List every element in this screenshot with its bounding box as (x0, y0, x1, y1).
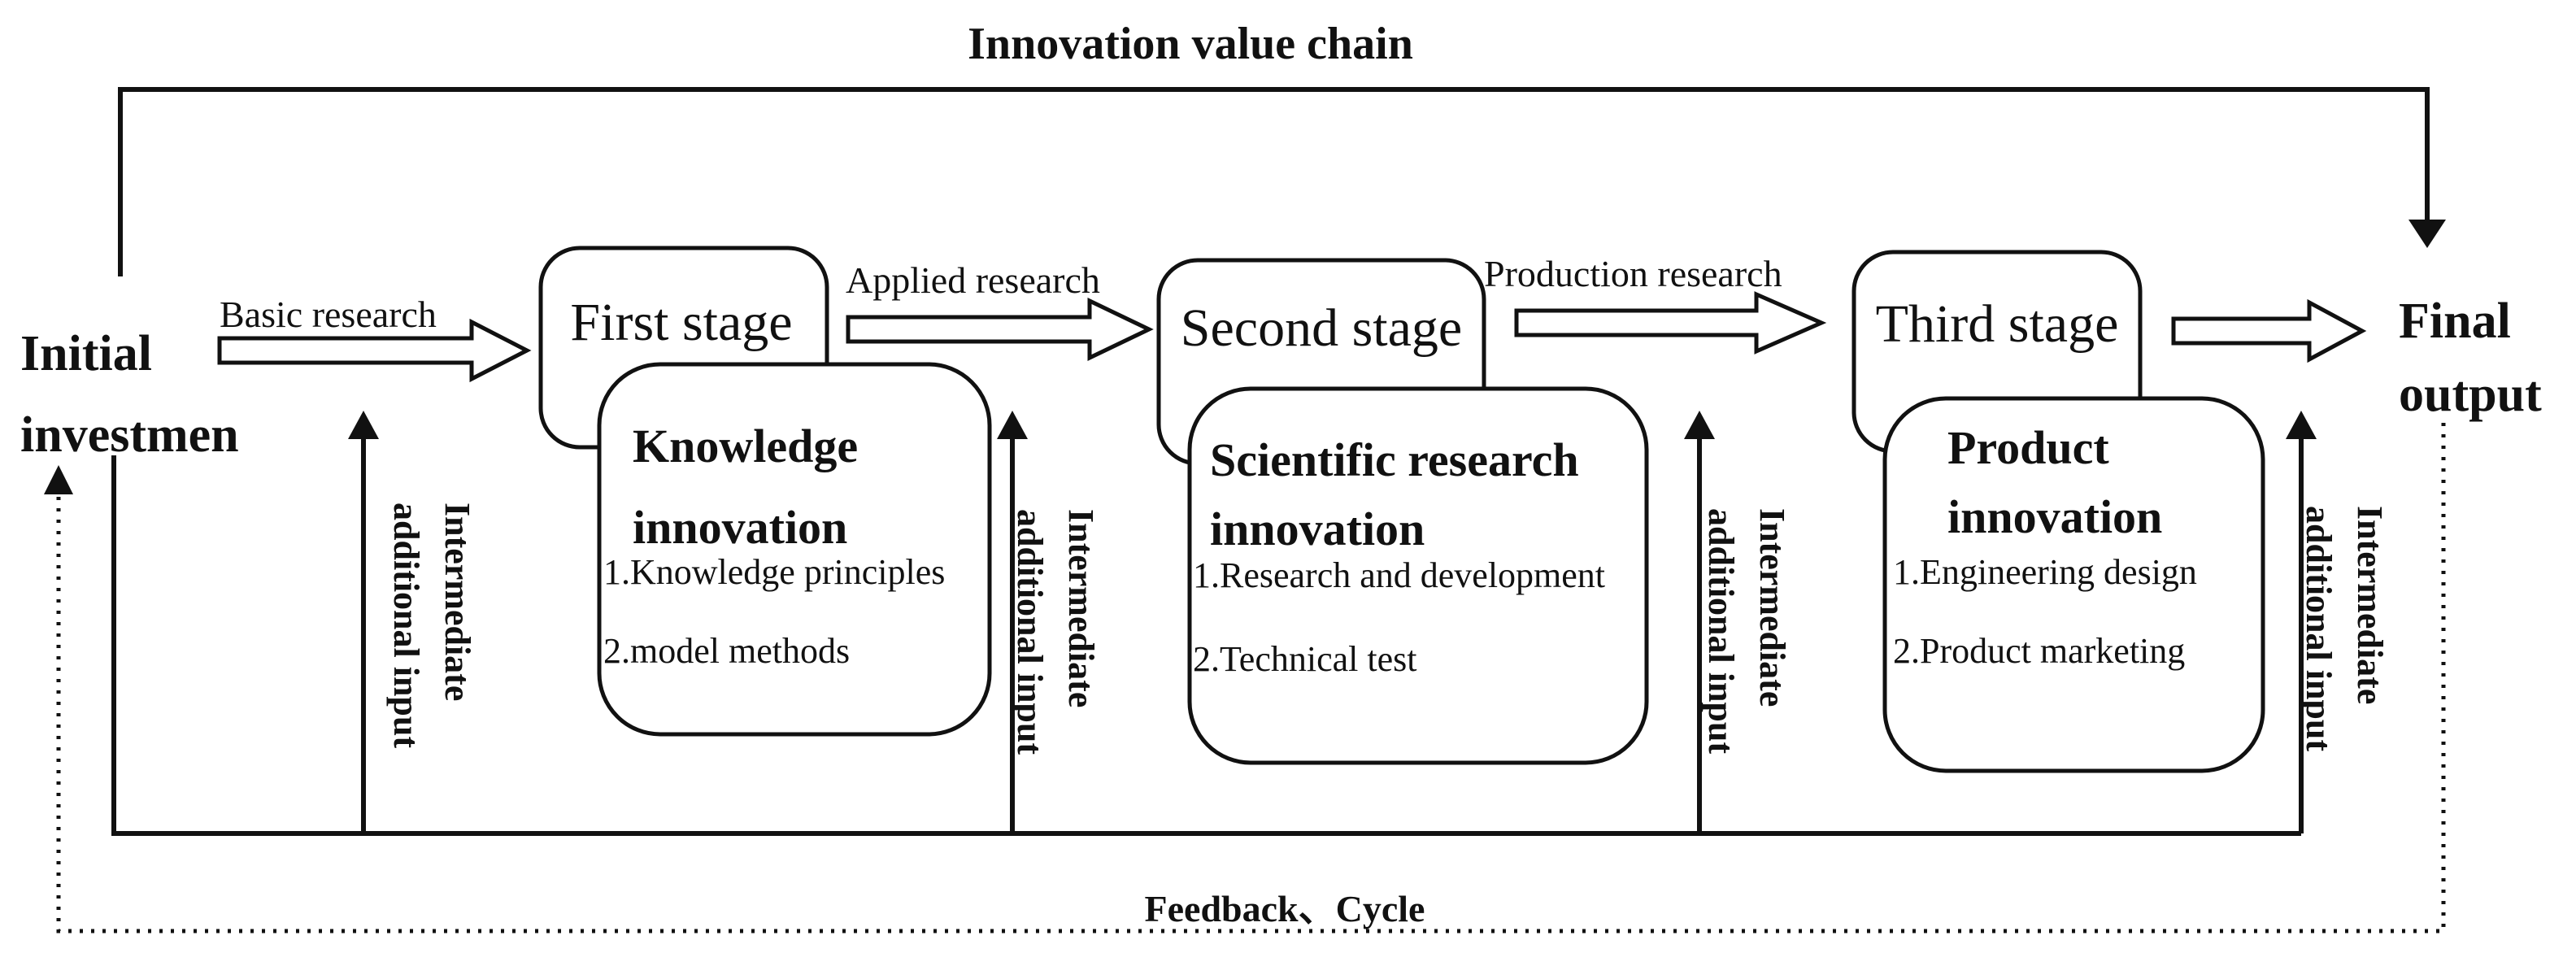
svg-text:additional input: additional input (1010, 509, 1050, 755)
input-label-1: Intermediate additional input (386, 503, 477, 748)
scientific-research-innovation-box (1187, 386, 1649, 765)
initial-investment-label-line2: investmen (20, 407, 239, 463)
value-chain-top-line (118, 87, 2430, 276)
product-item-1: 1.Engineering design (1893, 552, 2197, 592)
applied-research-label: Applied research (846, 259, 1100, 301)
scientific-item-1: 1.Research and development (1193, 555, 1605, 595)
basic-research-label: Basic research (220, 294, 437, 335)
product-item-2: 2.Product marketing (1893, 631, 2185, 671)
production-research-label: Production research (1484, 253, 1782, 294)
initial-investment-label-line1: Initial (20, 326, 152, 381)
feedback-up-arrowhead (44, 465, 73, 494)
diagram-title: Innovation value chain (968, 19, 1413, 69)
input-arrowhead-4 (2286, 411, 2317, 439)
second-stage-label: Second stage (1181, 298, 1462, 358)
final-output-arrow (2171, 298, 2367, 363)
input-arrowhead-1 (348, 411, 379, 439)
input-arrowhead-3 (1684, 411, 1715, 439)
scientific-innovation-title-line2: innovation (1210, 503, 1425, 555)
product-innovation-title-line2: innovation (1947, 490, 2162, 543)
svg-text:additional input: additional input (2299, 506, 2339, 751)
knowledge-item-2: 2.model methods (603, 631, 850, 671)
scientific-item-2: 2.Technical test (1193, 639, 1416, 679)
input-arrowhead-2 (997, 411, 1028, 439)
final-output-label-line2: output (2399, 367, 2542, 422)
input-label-2: Intermediate additional input (1010, 509, 1101, 755)
product-innovation-box (1882, 396, 2265, 773)
svg-text:Intermediate: Intermediate (437, 503, 477, 701)
svg-text:additional input: additional input (1701, 508, 1741, 754)
svg-text:Intermediate: Intermediate (1752, 508, 1792, 707)
applied-research-arrow (846, 298, 1154, 361)
input-label-3: Intermediate additional input (1701, 508, 1792, 754)
value-chain-down-arrowhead (2408, 220, 2446, 248)
knowledge-innovation-title-line1: Knowledge (633, 420, 858, 472)
third-stage-label: Third stage (1876, 294, 2119, 354)
final-output-label-line1: Final (2399, 294, 2511, 349)
knowledge-item-1: 1.Knowledge principles (603, 552, 945, 592)
input-label-4: Intermediate additional input (2299, 506, 2390, 751)
svg-text:Intermediate: Intermediate (1061, 509, 1101, 707)
svg-text:Intermediate: Intermediate (2350, 506, 2390, 704)
product-innovation-title-line1: Product (1947, 421, 2109, 474)
svg-text:additional input: additional input (386, 503, 426, 748)
knowledge-innovation-title-line2: innovation (633, 501, 847, 554)
basic-research-arrow (217, 318, 532, 383)
knowledge-innovation-box (597, 362, 992, 737)
production-research-arrow (1514, 291, 1827, 355)
first-stage-label: First stage (570, 293, 792, 352)
scientific-innovation-title-line1: Scientific research (1210, 433, 1579, 486)
feedback-label: Feedback、Cycle (1145, 888, 1425, 929)
bottom-support-line (111, 455, 2301, 836)
